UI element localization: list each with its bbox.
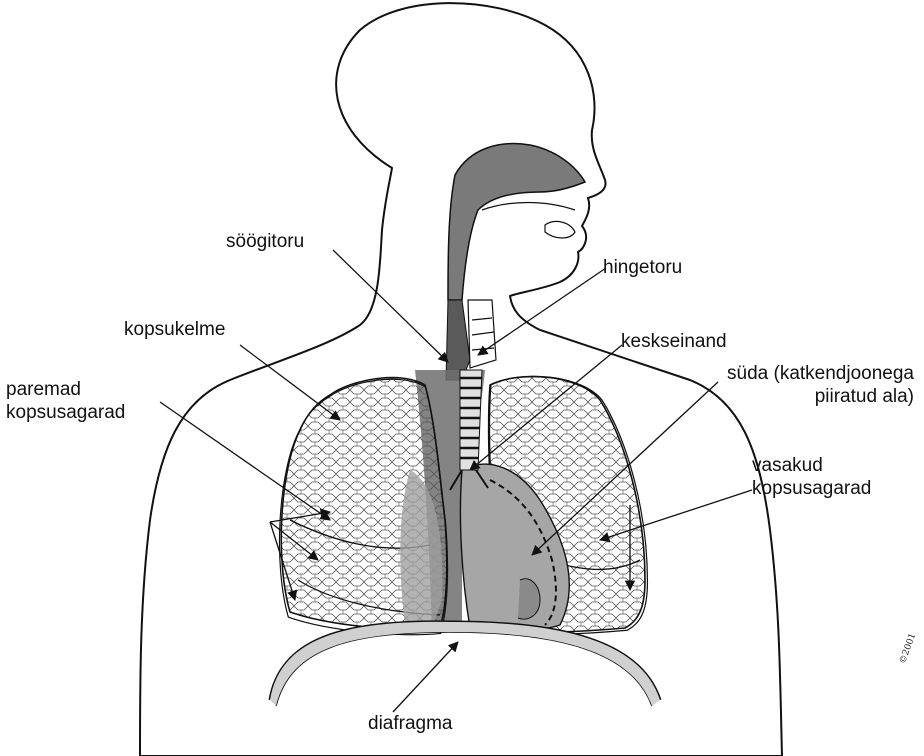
label-trachea: hingetoru (603, 256, 682, 279)
label-left-lobes-line1: vasakud (752, 454, 871, 477)
label-heart-line2: piiratud ala) (700, 385, 914, 408)
label-right-lobes-line1: paremad (6, 378, 125, 401)
label-pleura: kopsukelme (124, 318, 225, 341)
label-left-lobes-line2: kopsusagarad (752, 477, 871, 500)
leader-diaphragm (393, 642, 458, 712)
label-diaphragm: diafragma (368, 712, 453, 735)
label-esophagus: söögitoru (226, 230, 304, 253)
leader-trachea (478, 268, 606, 355)
nasal-cavity (448, 144, 585, 300)
label-right-lobes-line2: kopsusagarad (6, 401, 125, 424)
label-left-lobes: vasakud kopsusagarad (752, 454, 871, 500)
label-heart-line1: süda (katkendjoonega (700, 362, 914, 385)
leader-esophagus (333, 250, 448, 362)
label-mediastinum: keskseinand (621, 330, 727, 353)
label-right-lobes: paremad kopsusagarad (6, 378, 125, 424)
diaphragm-shape (270, 622, 660, 700)
esophagus-shape (446, 300, 470, 380)
label-heart: süda (katkendjoonega piiratud ala) (700, 362, 914, 408)
